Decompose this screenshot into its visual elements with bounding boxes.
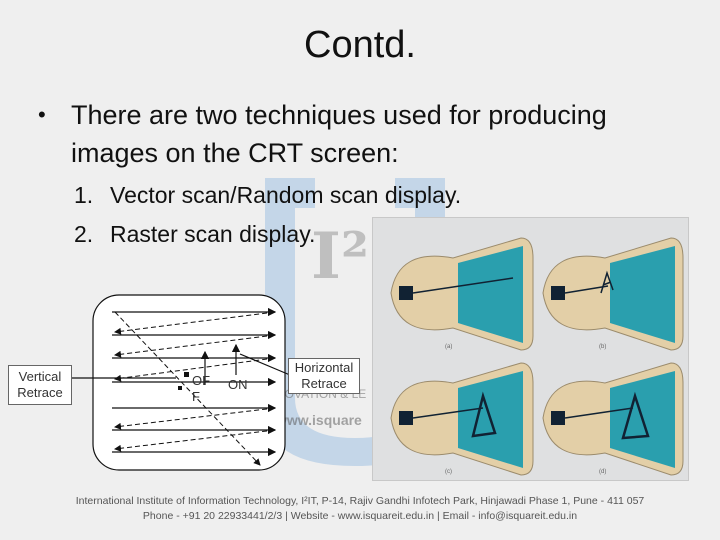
horizontal-retrace-pointer: [239, 353, 291, 376]
list-item: 1. Vector scan/Random scan display.: [74, 176, 461, 215]
footer-line-1: International Institute of Information T…: [75, 495, 645, 507]
list-item: 2. Raster scan display.: [74, 215, 461, 254]
crt-illustrations: (a) (b) (c): [390, 237, 684, 476]
off-label: OF F: [192, 373, 211, 404]
caption-c: (c): [445, 469, 452, 475]
crt-tube-b: (b): [542, 237, 684, 351]
retrace-lines: [114, 311, 276, 466]
technique-list: 1. Vector scan/Random scan display. 2. Ras…: [74, 176, 461, 254]
crt-tube-d: (d): [542, 362, 684, 476]
horizontal-retrace-box: Horizontal Retrace: [288, 358, 360, 394]
horizontal-retrace-label: Horizontal Retrace: [294, 360, 354, 391]
crt-tube-c: (c): [390, 362, 534, 476]
watermark-text-2: www.isquare: [276, 412, 362, 428]
list-number: 1.: [74, 182, 94, 208]
vertical-retrace-label: Vertical Retrace: [17, 369, 63, 400]
bullet-text: There are two techniques used for produc…: [71, 100, 607, 168]
caption-b: (b): [599, 344, 606, 350]
crt-tube-a: (a): [390, 237, 534, 351]
footer-line-2: Phone - +91 20 22933441/2/3 | Website - …: [142, 510, 578, 522]
list-text: Vector scan/Random scan display.: [110, 182, 462, 208]
vertical-retrace-box: Vertical Retrace: [8, 365, 72, 405]
caption-a: (a): [445, 344, 452, 350]
caption-d: (d): [599, 469, 606, 475]
footer: International Institute of Information T…: [0, 494, 720, 524]
list-text: Raster scan display.: [110, 221, 316, 247]
bullet-icon: •: [38, 102, 46, 127]
crt-photo-panel: (a) (b) (c): [372, 217, 689, 481]
scan-lines: [112, 307, 277, 457]
raster-scan-diagram: [68, 294, 291, 471]
list-number: 2.: [74, 221, 94, 247]
on-label: ON: [228, 377, 248, 392]
slide-title: Contd.: [304, 24, 416, 66]
